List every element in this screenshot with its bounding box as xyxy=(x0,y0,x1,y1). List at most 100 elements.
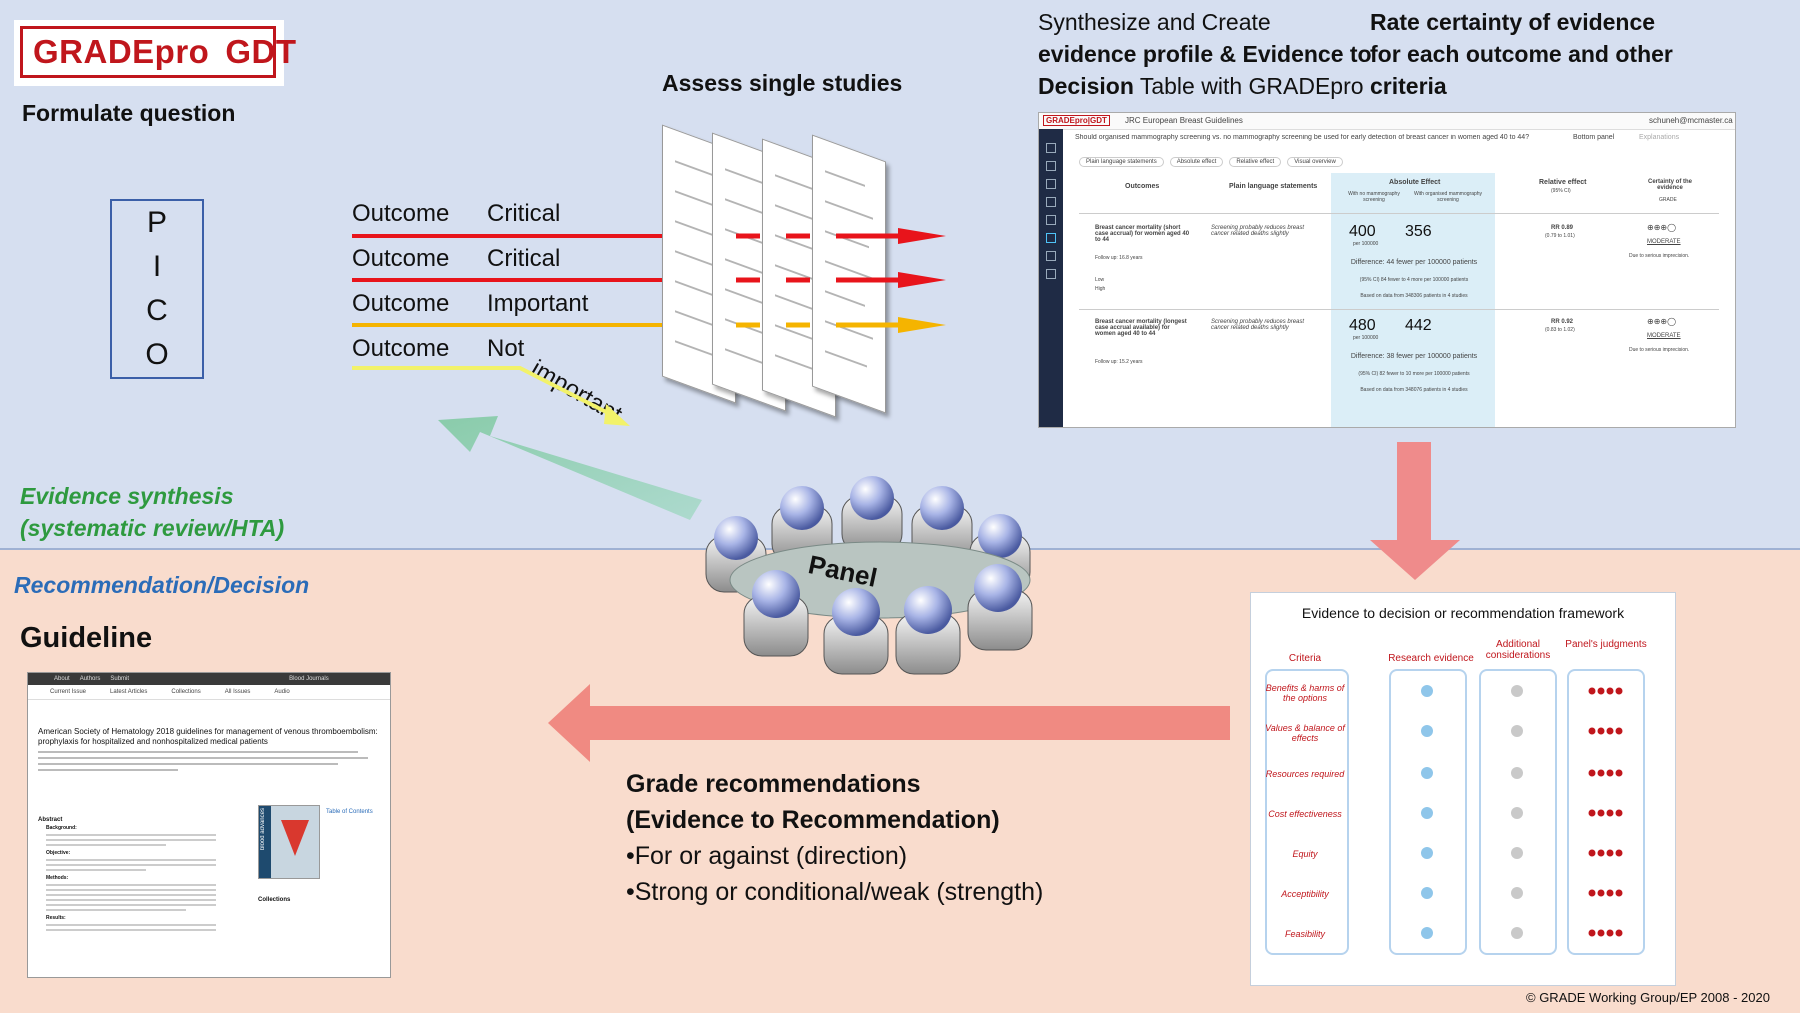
screenshot-absolute-effect-column xyxy=(1331,173,1495,427)
screenshot-question: Should organised mammography screening v… xyxy=(1075,134,1530,141)
screenshot-rel-ci: (0.83 to 1.02) xyxy=(1545,327,1575,333)
screenshot-note: Due to serious imprecision. xyxy=(1629,253,1690,259)
synthesize-label: Synthesize and Create evidence profile &… xyxy=(1038,6,1372,102)
screenshot-project-title[interactable]: JRC European Breast Guidelines xyxy=(1125,116,1243,125)
outcome-importance: Critical xyxy=(487,200,561,227)
screenshot-outcome: Breast cancer mortality (longest case ac… xyxy=(1095,319,1187,337)
outcome-arrow-head xyxy=(898,228,946,244)
screenshot-based: Based on data from 348076 patients in 4 … xyxy=(1360,387,1468,393)
screenshot-col-header: Plain language statements xyxy=(1229,183,1318,190)
screenshot-toggle[interactable]: Absolute effect xyxy=(1169,157,1224,167)
outcome-importance: Important xyxy=(487,290,589,317)
logo-text-gdt: GDT xyxy=(225,33,297,70)
etd-criterion: Feasibility xyxy=(1284,929,1325,939)
outcome-importance: Not xyxy=(487,335,525,362)
screenshot-value-b: 356 xyxy=(1405,223,1432,240)
paper-journal-menu[interactable]: Blood Journals xyxy=(289,676,329,682)
screenshot-radio[interactable]: High xyxy=(1095,286,1106,292)
paper-tab[interactable]: Audio xyxy=(274,689,290,695)
screenshot-per: per 100000 xyxy=(1353,335,1379,341)
synthesize-line: evidence profile & Evidence to xyxy=(1038,41,1372,67)
outcome-label: Outcome xyxy=(352,290,450,317)
recommendation-label: Recommendation/Decision xyxy=(14,572,310,598)
screenshot-follow-up: Follow up: 15.2 years xyxy=(1095,359,1143,365)
pico-box: P I C O xyxy=(110,199,204,379)
screenshot-rel: RR 0.89 xyxy=(1551,225,1574,231)
synthesize-line: Table with GRADEpro xyxy=(1133,73,1364,99)
pico-letter: C xyxy=(146,294,168,327)
etd-header-criteria: Criteria xyxy=(1288,653,1322,664)
paper-abstract-heading: Abstract xyxy=(38,817,63,823)
evidence-synthesis-label: Evidence synthesis (systematic review/HT… xyxy=(20,480,284,544)
screenshot-toggle[interactable]: Relative effect xyxy=(1229,157,1282,167)
assess-studies-label: Assess single studies xyxy=(662,70,903,96)
screenshot-toggles: Plain language statements Absolute effec… xyxy=(1079,157,1343,167)
paper-tab[interactable]: All Issues xyxy=(224,689,251,695)
paper-section: Methods: xyxy=(46,875,69,881)
grade-bullet: •Strong or conditional/weak (strength) xyxy=(626,878,1044,906)
screenshot-toggle[interactable]: Visual overview xyxy=(1287,157,1343,167)
etd-criterion: Equity xyxy=(1292,849,1318,859)
paper-nav-item[interactable]: About xyxy=(54,676,70,682)
etd-criterion: Benefits & harms of the options xyxy=(1265,683,1345,703)
screenshot-radio[interactable]: Low xyxy=(1095,277,1105,283)
recommendation-arrow xyxy=(548,684,1230,762)
paper-nav-item[interactable]: Submit xyxy=(110,676,130,682)
screenshot-outcome: Breast cancer mortality (short case accr… xyxy=(1095,225,1190,243)
screenshot-diff-ci: (95% CI) 84 fewer to 4 more per 100000 p… xyxy=(1359,277,1469,283)
screenshot-toggle[interactable]: Plain language statements xyxy=(1079,157,1164,167)
paper-nav-item[interactable]: Authors xyxy=(79,676,101,682)
screenshot-bottom-panel-toggle[interactable]: Bottom panel xyxy=(1573,134,1615,141)
screenshot-explanations[interactable]: Explanations xyxy=(1639,134,1680,141)
screenshot-value-b: 442 xyxy=(1405,317,1432,334)
paper-tab[interactable]: Collections xyxy=(171,689,201,695)
etd-header-additional: Additional considerations xyxy=(1485,639,1551,661)
rate-line: criteria xyxy=(1370,73,1447,99)
synthesize-line: Synthesize and Create xyxy=(1038,9,1271,35)
paper-abstract-body: Background: Objective: Methods: Results: xyxy=(46,825,226,934)
screenshot-plain: Screening probably reduces breast cancer… xyxy=(1211,319,1305,331)
screenshot-col-header: Absolute Effect xyxy=(1389,179,1441,186)
screenshot-rel-sub: (95% CI) xyxy=(1551,188,1571,194)
screenshot-note: Due to serious imprecision. xyxy=(1629,347,1690,353)
screenshot-subcol: With organised mammography screening xyxy=(1413,191,1483,203)
paper-authors xyxy=(38,751,378,785)
paper-toc-link[interactable]: Table of Contents xyxy=(326,809,373,815)
panel-person-front xyxy=(743,564,1033,675)
screenshot-based: Based on data from 348306 patients in 4 … xyxy=(1360,293,1468,299)
pico-letter: P xyxy=(146,206,167,239)
pico-letter: I xyxy=(152,250,162,283)
gradepro-screenshot: GRADEpro|GDT JRC European Breast Guideli… xyxy=(1038,112,1736,428)
screenshot-user[interactable]: schuneh@mcmaster.ca xyxy=(1649,116,1733,125)
grade-recommendations-block: Grade recommendations (Evidence to Recom… xyxy=(626,766,1043,910)
screenshot-diff: Difference: 38 fewer per 100000 patients xyxy=(1350,353,1478,360)
paper-section: Results: xyxy=(46,915,66,921)
outcome-importance: Critical xyxy=(487,245,561,272)
outcome-label: Outcome xyxy=(352,200,450,227)
screenshot-col-header: Outcomes xyxy=(1125,183,1160,190)
screenshot-subcol: With no mammography screening xyxy=(1348,191,1400,203)
outcome-arrow-head xyxy=(898,272,946,288)
etd-research-column xyxy=(1389,669,1467,955)
outcome-label: Outcome xyxy=(352,335,450,362)
screenshot-cert: MODERATE xyxy=(1647,239,1681,245)
outcome-arrow-head xyxy=(898,317,946,333)
journal-cover[interactable]: blood advances xyxy=(258,805,320,879)
screenshot-per: per 100000 xyxy=(1353,241,1379,247)
etd-criterion: Acceptibility xyxy=(1281,889,1329,899)
guideline-label: Guideline xyxy=(20,622,153,654)
screenshot-col-header: Certainty of the evidence xyxy=(1647,179,1692,191)
paper-tabs: Current Issue Latest Articles Collection… xyxy=(28,685,390,700)
paper-tab[interactable]: Current Issue xyxy=(50,689,87,695)
outcome-arrows-overlay xyxy=(736,233,900,328)
panel-graphic xyxy=(705,476,1033,675)
screenshot-rel: RR 0.92 xyxy=(1551,319,1574,325)
screenshot-diff: Difference: 44 fewer per 100000 patients xyxy=(1350,259,1478,266)
screenshot-cert: MODERATE xyxy=(1647,333,1681,339)
paper-tab[interactable]: Latest Articles xyxy=(110,689,148,695)
screenshot-col-header: Relative effect xyxy=(1539,179,1587,186)
etd-dots xyxy=(1421,685,1623,939)
screenshot-diff-ci: (95% CI) 82 fewer to 10 more per 100000 … xyxy=(1358,371,1470,377)
rate-certainty-label: Rate certainty of evidence for each outc… xyxy=(1370,6,1673,102)
etd-header-judgments: Panel's judgments xyxy=(1565,639,1647,650)
